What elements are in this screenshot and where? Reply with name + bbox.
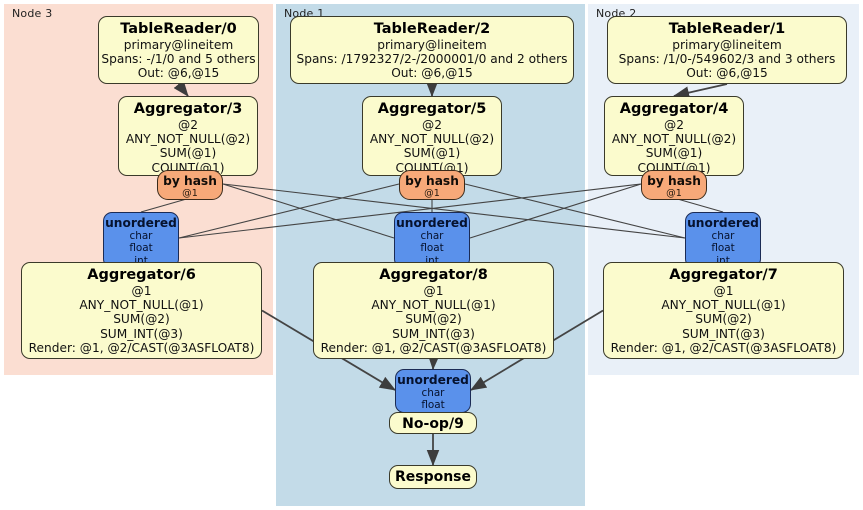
plan-node-title: unordered: [397, 373, 469, 387]
plan-node-title: by hash: [405, 174, 459, 188]
plan-node-title: TableReader/1: [668, 21, 786, 37]
edge-hash4-to-unord7: [673, 197, 724, 213]
plan-node-title: TableReader/0: [120, 21, 237, 37]
edge-tr1-to-agg4: [672, 83, 728, 99]
plan-node-title: unordered: [396, 216, 468, 230]
plan-node-detail: SUM(@1): [159, 146, 217, 161]
plan-node-detail: Out: @6,@15: [391, 66, 473, 81]
plan-node-title: Aggregator/4: [619, 101, 729, 117]
plan-node-detail: char: [421, 387, 445, 400]
edge-hash3-to-unord8: [222, 183, 395, 239]
plan-node-title: Response: [394, 469, 472, 485]
plan-node-detail: float: [421, 399, 445, 412]
plan-node-detail: char: [420, 230, 444, 243]
plan-node-detail: Spans: -/1/0 and 5 others: [101, 52, 256, 67]
plan-node-detail: Spans: /1/0-/549602/3 and 3 others: [618, 52, 836, 67]
plan-node-title: No-op/9: [402, 416, 464, 432]
edge-hash3-to-unord7: [222, 183, 686, 239]
plan-node-detail: char: [129, 230, 153, 243]
plan-node-detail: SUM(@1): [645, 146, 703, 161]
plan-node-hash3[interactable]: by hash@1: [157, 170, 223, 201]
plan-node-detail: @1: [424, 188, 440, 200]
plan-node-detail: SUM(@1): [403, 146, 461, 161]
plan-node-detail: primary@lineitem: [377, 37, 487, 52]
edge-hash4-to-unord8: [469, 183, 642, 239]
plan-node-detail: ANY_NOT_NULL(@1): [661, 298, 786, 313]
plan-node-title: Aggregator/3: [133, 101, 243, 117]
plan-node-detail: char: [711, 230, 735, 243]
plan-node-detail: Spans: /1792327/2-/2000001/0 and 2 other…: [296, 52, 568, 67]
plan-node-detail: Render: @1, @2/CAST(@3ASFLOAT8): [28, 341, 255, 356]
plan-node-detail: ANY_NOT_NULL(@2): [369, 132, 495, 147]
plan-node-detail: SUM(@2): [695, 312, 752, 327]
plan-node-resp[interactable]: Response: [389, 465, 477, 489]
plan-node-detail: ANY_NOT_NULL(@2): [611, 132, 737, 147]
plan-node-detail: Out: @6,@15: [686, 66, 768, 81]
plan-node-detail: @2: [178, 117, 198, 132]
plan-node-detail: primary@lineitem: [123, 37, 234, 52]
plan-node-detail: @1: [182, 188, 198, 200]
plan-node-detail: float: [129, 242, 153, 255]
edge-hash3-to-unord6: [140, 197, 191, 213]
plan-node-hash4[interactable]: by hash@1: [641, 170, 707, 201]
edge-hash5-to-unord6: [178, 183, 400, 239]
plan-node-detail: SUM_INT(@3): [392, 326, 475, 341]
plan-node-detail: SUM_INT(@3): [100, 326, 183, 341]
plan-node-title: Aggregator/8: [379, 267, 488, 283]
plan-node-detail: float: [420, 242, 444, 255]
plan-node-detail: Render: @1, @2/CAST(@3ASFLOAT8): [610, 341, 837, 356]
plan-node-noop9[interactable]: No-op/9: [389, 412, 477, 434]
plan-node-title: TableReader/2: [373, 21, 491, 37]
plan-node-title: unordered: [105, 216, 177, 230]
plan-node-detail: @1: [131, 283, 152, 298]
plan-node-detail: @2: [422, 117, 442, 132]
plan-node-title: Aggregator/7: [669, 267, 778, 283]
plan-node-detail: SUM(@2): [113, 312, 170, 327]
plan-node-title: Aggregator/5: [377, 101, 487, 117]
plan-node-title: by hash: [647, 174, 701, 188]
plan-node-detail: Render: @1, @2/CAST(@3ASFLOAT8): [320, 341, 547, 356]
plan-node-detail: ANY_NOT_NULL(@1): [79, 298, 204, 313]
edge-tr0-to-agg3: [173, 80, 189, 97]
edge-hash5-to-unord7: [464, 183, 686, 239]
plan-node-detail: SUM_INT(@3): [682, 326, 765, 341]
plan-node-detail: SUM(@2): [405, 312, 462, 327]
plan-node-detail: primary@lineitem: [672, 37, 782, 52]
plan-node-title: unordered: [687, 216, 759, 230]
plan-node-detail: @1: [713, 283, 734, 298]
plan-node-detail: ANY_NOT_NULL(@2): [125, 132, 251, 147]
plan-node-detail: @1: [423, 283, 444, 298]
plan-node-title: by hash: [163, 174, 217, 188]
plan-node-detail: @1: [666, 188, 682, 200]
plan-node-detail: float: [711, 242, 735, 255]
edge-agg8-to-unord9: [427, 353, 441, 371]
plan-node-detail: @2: [664, 117, 684, 132]
plan-node-hash5[interactable]: by hash@1: [399, 170, 465, 201]
edge-hash4-to-unord6: [178, 183, 642, 239]
plan-node-detail: Out: @6,@15: [137, 66, 220, 81]
plan-node-title: Aggregator/6: [87, 267, 196, 283]
node-panel-label: Node 3: [12, 7, 53, 20]
plan-node-detail: ANY_NOT_NULL(@1): [371, 298, 496, 313]
